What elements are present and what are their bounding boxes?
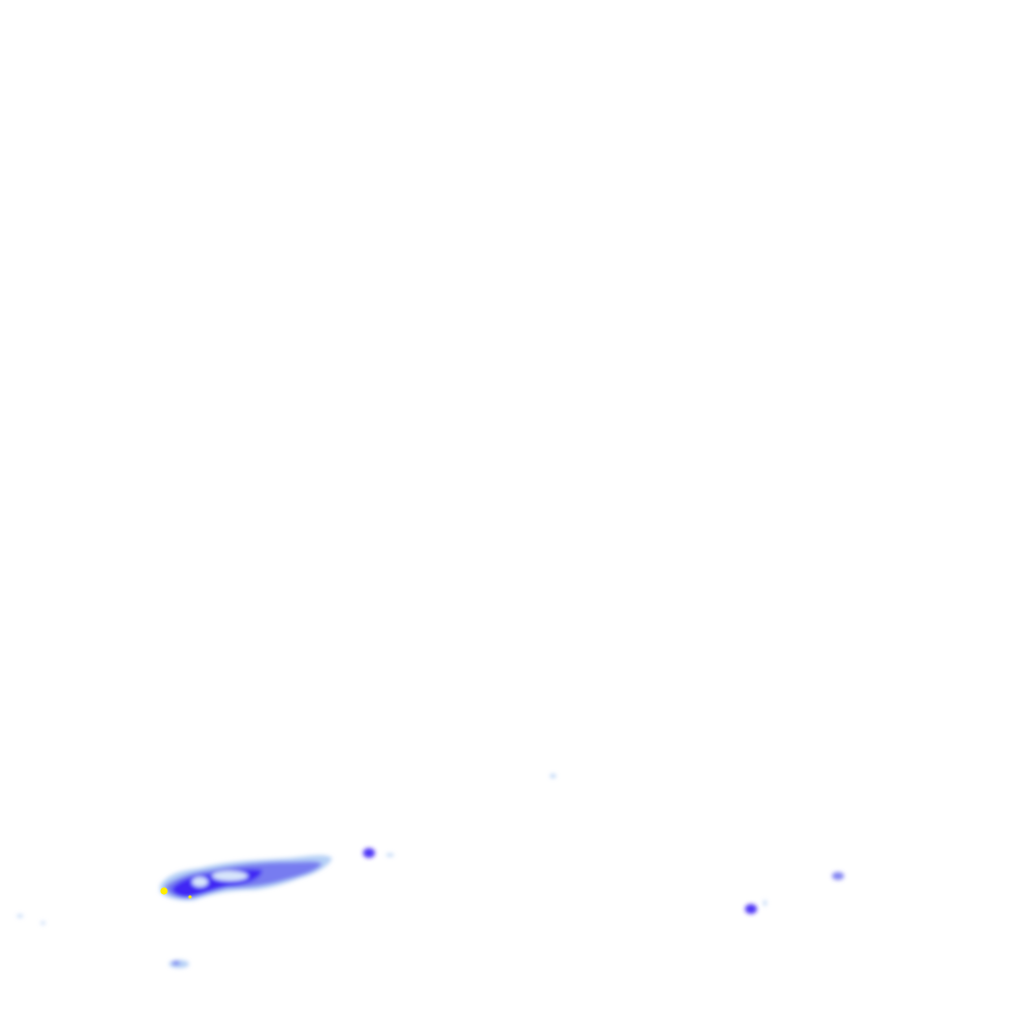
precipitation-cell-small (17, 774, 844, 968)
precipitation-cell-main (160, 855, 332, 901)
precipitation-intense-spots (160, 887, 192, 899)
